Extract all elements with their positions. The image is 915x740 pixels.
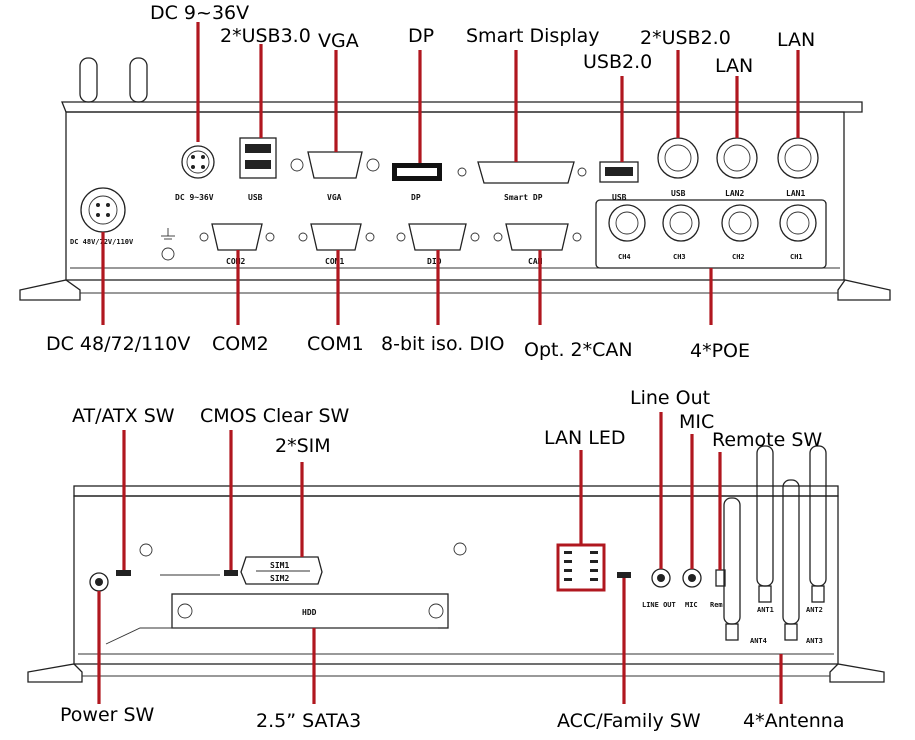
svg-text:ANT2: ANT2 bbox=[806, 606, 823, 614]
rear-leaders bbox=[97, 412, 783, 704]
svg-text:ANT1: ANT1 bbox=[757, 606, 774, 614]
rear-foot-left bbox=[27, 663, 83, 683]
vga-silk: VGA bbox=[327, 193, 342, 202]
callout-vga: VGA bbox=[318, 30, 359, 52]
smart-display-connector bbox=[477, 161, 575, 184]
front-leaders bbox=[101, 22, 800, 325]
callout-usb20-single: USB2.0 bbox=[583, 51, 652, 73]
callout-cmos: CMOS Clear SW bbox=[200, 405, 350, 427]
antenna-ant3: ANT3 bbox=[782, 479, 823, 645]
callout-lan-b: LAN bbox=[777, 29, 815, 51]
m12-usb-connector bbox=[657, 137, 699, 179]
hdd-silk: HDD bbox=[302, 608, 317, 617]
usb3-port-stack bbox=[239, 137, 277, 179]
callout-smart-display: Smart Display bbox=[466, 25, 600, 47]
callout-can: Opt. 2*CAN bbox=[524, 339, 633, 361]
smart-dp-silk: Smart DP bbox=[504, 193, 543, 202]
callout-usb30: 2*USB3.0 bbox=[220, 25, 311, 47]
rear-foot-right bbox=[829, 663, 885, 683]
rear-chassis-top bbox=[73, 485, 839, 497]
callout-dc-9-36v: DC 9~36V bbox=[150, 2, 249, 24]
acc-family-switch bbox=[617, 572, 631, 578]
front-callouts: DC 9~36V 2*USB3.0 VGA DP Smart Display U… bbox=[46, 2, 815, 362]
callout-usb20-double: 2*USB2.0 bbox=[640, 27, 731, 49]
sim-tray bbox=[240, 556, 323, 585]
vga-connector bbox=[307, 151, 363, 179]
callout-acc-family: ACC/Family SW bbox=[557, 710, 701, 732]
antenna-ant1: ANT1 bbox=[756, 445, 774, 614]
callout-sata: 2.5” SATA3 bbox=[256, 710, 361, 732]
lan2-connector bbox=[716, 137, 758, 179]
mic-silk: MIC bbox=[685, 601, 698, 609]
svg-text:ANT3: ANT3 bbox=[806, 637, 823, 645]
callout-sim: 2*SIM bbox=[275, 435, 331, 457]
callout-lan-led: LAN LED bbox=[544, 427, 626, 449]
callout-line-out: Line Out bbox=[630, 387, 710, 409]
callout-antenna: 4*Antenna bbox=[743, 710, 845, 732]
callout-at-atx: AT/ATX SW bbox=[72, 405, 175, 427]
lan1-silk: LAN1 bbox=[786, 189, 805, 198]
front-foot-left bbox=[19, 279, 81, 301]
dio-connector bbox=[408, 223, 467, 251]
dp-silk: DP bbox=[411, 193, 421, 202]
com1-silk: COM1 bbox=[325, 257, 344, 266]
poe-ch2-silk: CH2 bbox=[732, 253, 745, 261]
callout-com2: COM2 bbox=[212, 333, 269, 355]
sim1-silk: SIM1 bbox=[270, 561, 289, 570]
can-connector bbox=[505, 223, 569, 251]
cmos-clear-switch bbox=[224, 570, 238, 576]
antenna-ant2: ANT2 bbox=[806, 445, 827, 614]
callout-power-sw: Power SW bbox=[60, 704, 155, 726]
front-panel: DC 9~36V USB VGA DP Smart DP USB USB LAN… bbox=[19, 57, 891, 301]
front-foot-right bbox=[837, 279, 891, 301]
antenna-ant4: ANT4 bbox=[723, 497, 767, 645]
front-antenna-stub bbox=[79, 57, 98, 103]
m12-usb-silk: USB bbox=[671, 189, 686, 198]
front-antenna-stub bbox=[129, 57, 148, 103]
callout-lan-a: LAN bbox=[715, 55, 753, 77]
dc-high-connector bbox=[80, 187, 126, 233]
poe-ch2-connector bbox=[721, 204, 759, 242]
callout-dc-48-110v: DC 48/72/110V bbox=[46, 333, 190, 355]
sim2-silk: SIM2 bbox=[270, 574, 289, 583]
lan2-silk: LAN2 bbox=[725, 189, 744, 198]
poe-ch4-silk: CH4 bbox=[618, 253, 631, 261]
usb2-port bbox=[599, 161, 639, 183]
poe-ch4-connector bbox=[608, 204, 646, 242]
can-silk: CAN bbox=[528, 257, 543, 266]
rear-callouts: AT/ATX SW CMOS Clear SW 2*SIM LAN LED Li… bbox=[60, 387, 845, 732]
com1-connector bbox=[310, 223, 362, 251]
front-chassis-body bbox=[65, 111, 845, 281]
svg-text:ANT4: ANT4 bbox=[750, 637, 767, 645]
lan1-connector bbox=[777, 137, 819, 179]
callout-dio: 8-bit iso. DIO bbox=[381, 333, 505, 355]
ground-icon bbox=[161, 228, 175, 261]
dc-silk: DC 9~36V bbox=[175, 193, 214, 202]
remote-silk: Rem bbox=[710, 601, 723, 609]
rear-chassis-body bbox=[73, 495, 839, 665]
front-chassis bbox=[61, 101, 863, 113]
dc-input-connector bbox=[181, 145, 215, 179]
usb2-silk: USB bbox=[612, 193, 627, 202]
usb3-silk: USB bbox=[248, 193, 263, 202]
callout-remote-sw: Remote SW bbox=[712, 429, 822, 451]
poe-ch3-connector bbox=[662, 204, 700, 242]
rear-panel: SIM1 SIM2 HDD LINE OUT MIC Rem AN bbox=[27, 445, 885, 683]
com2-silk: COM2 bbox=[226, 257, 245, 266]
line-out-silk: LINE OUT bbox=[642, 601, 676, 609]
callout-mic: MIC bbox=[679, 411, 714, 433]
poe-ch1-connector bbox=[779, 204, 817, 242]
dio-silk: DIO bbox=[427, 257, 442, 266]
callout-poe: 4*POE bbox=[690, 340, 750, 362]
at-atx-switch bbox=[116, 570, 131, 576]
poe-ch1-silk: CH1 bbox=[790, 253, 803, 261]
callout-com1: COM1 bbox=[307, 333, 364, 355]
com2-connector bbox=[211, 223, 263, 251]
callout-dp: DP bbox=[408, 25, 434, 47]
poe-ch3-silk: CH3 bbox=[673, 253, 686, 261]
